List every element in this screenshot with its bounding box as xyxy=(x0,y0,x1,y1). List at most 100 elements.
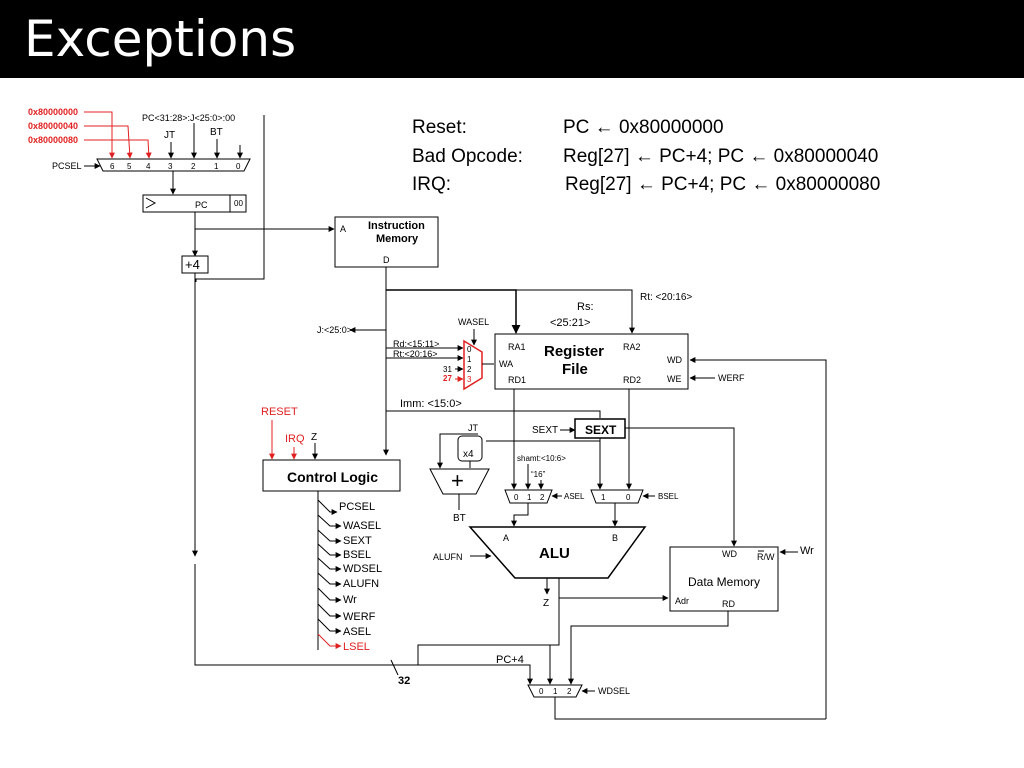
register-file: Register File RA1 RA2 WA WD RD1 RD2 WE xyxy=(494,333,689,390)
exception-name-irq: IRQ: xyxy=(412,174,451,195)
pc-mux-port-6: 6 xyxy=(110,162,115,171)
wa-mux-body xyxy=(463,339,483,391)
rs-field-label-2: <25:21> xyxy=(550,317,590,329)
sext-block-label: SEXT xyxy=(585,423,617,437)
exception-table: Reset: PC ← 0x80000000 Bad Opcode: Reg[2… xyxy=(412,117,880,195)
alufn-label: ALUFN xyxy=(433,552,463,562)
dmem-adr: Adr xyxy=(675,596,689,606)
shamt-label: shamt:<10:6> xyxy=(517,454,566,463)
branch-jt-label: JT xyxy=(468,423,479,433)
branch-bt-label: BT xyxy=(453,513,466,524)
wd-mux-port-1: 1 xyxy=(553,687,558,696)
alu-port-b: B xyxy=(612,533,618,543)
pc4-label: PC+4 xyxy=(496,654,524,666)
plus4-label: +4 xyxy=(185,257,200,272)
pc-mux-port-3: 3 xyxy=(168,162,173,171)
pc-mux-input-0x80000040: 0x80000040 xyxy=(28,121,78,131)
ctl-out-werf: WERF xyxy=(343,611,376,623)
exception-action-irq: Reg[27] ← PC+4; PC ← 0x80000080 xyxy=(565,174,880,195)
alu-label: ALU xyxy=(539,545,570,562)
branch-adder xyxy=(429,468,490,495)
sixteen-label: “16” xyxy=(531,470,546,479)
pc-mux-port-1: 1 xyxy=(214,162,219,171)
ctl-out-bsel: BSEL xyxy=(343,549,371,561)
wa-input-31: 31 xyxy=(443,365,452,374)
ctl-out-alufn: ALUFN xyxy=(343,578,379,590)
regfile-ra2: RA2 xyxy=(623,342,641,352)
ctl-out-lsel: LSEL xyxy=(343,641,370,653)
pc-mux-port-0: 0 xyxy=(236,162,241,171)
pc-jump-label: PC<31:28>:J<25:0>:00 xyxy=(142,113,235,123)
pc-mux-input-0x80000080: 0x80000080 xyxy=(28,135,78,145)
title-bar: Exceptions xyxy=(0,0,1024,78)
asel-mux-body xyxy=(504,489,553,504)
alu xyxy=(468,526,647,579)
slide-title: Exceptions xyxy=(24,10,297,68)
x4-label: x4 xyxy=(463,449,474,460)
ctl-out-wdsel: WDSEL xyxy=(343,563,382,575)
pc-mux-bt-label: BT xyxy=(210,127,223,138)
dmem-wr-label: Wr xyxy=(800,545,814,557)
regfile-rd1: RD1 xyxy=(508,375,526,385)
pc-register-suffix: 00 xyxy=(234,199,243,208)
bsel-port-1: 1 xyxy=(601,493,606,502)
wa-input-27: 27 xyxy=(443,374,452,383)
sext-input-label: SEXT xyxy=(532,425,558,436)
regfile-wa: WA xyxy=(499,359,513,369)
ctl-out-asel: ASEL xyxy=(343,626,371,638)
asel-port-1: 1 xyxy=(527,493,532,502)
exception-action-reset: PC ← 0x80000000 xyxy=(563,117,724,138)
wa-mux-port-2: 2 xyxy=(467,365,472,374)
dmem-wd: WD xyxy=(722,549,737,559)
regfile-title-2: File xyxy=(562,361,588,378)
imem-title-1: Instruction xyxy=(368,220,425,232)
wd-mux-body xyxy=(527,684,583,698)
regfile-wd: WD xyxy=(667,355,682,365)
control-z-label: Z xyxy=(311,432,317,443)
asel-select-label: ASEL xyxy=(564,492,585,501)
wa-mux-port-1: 1 xyxy=(467,355,472,364)
rt-field-label: Rt: <20:16> xyxy=(640,292,692,303)
wd-mux-port-2: 2 xyxy=(567,687,572,696)
wdsel-label: WDSEL xyxy=(598,686,630,696)
dmem-rw: R/W xyxy=(757,552,775,562)
ctl-out-wasel: WASEL xyxy=(343,520,381,532)
bus-width-label: 32 xyxy=(398,675,410,687)
exception-name-bad-opcode: Bad Opcode: xyxy=(412,146,523,167)
pc-mux: 0x80000000 0x80000040 0x80000080 PC<31:2… xyxy=(28,107,265,282)
dmem-rd: RD xyxy=(722,599,735,609)
imem-port-d: D xyxy=(383,255,390,265)
j-field-label: J:<25:0> xyxy=(317,325,352,335)
wa-mux-port-3: 3 xyxy=(467,375,472,384)
rt2-field-label: Rt:<20:16> xyxy=(393,349,438,359)
bsel-select-label: BSEL xyxy=(658,492,679,501)
rd-field-label: Rd:<15:11> xyxy=(393,339,439,349)
pc-mux-port-4: 4 xyxy=(146,162,151,171)
regfile-rd2: RD2 xyxy=(623,375,641,385)
exception-name-reset: Reset: xyxy=(412,117,467,138)
regfile-ra1: RA1 xyxy=(508,342,526,352)
alu-z-label: Z xyxy=(543,598,549,609)
datapath-diagram: Reset: PC ← 0x80000000 Bad Opcode: Reg[2… xyxy=(28,107,880,720)
ctl-out-pcsel: PCSEL xyxy=(339,501,375,513)
wd-mux-port-0: 0 xyxy=(539,687,544,696)
pc-mux-port-5: 5 xyxy=(127,162,132,171)
wa-mux-port-0: 0 xyxy=(467,345,472,354)
branch-adder-plus: + xyxy=(451,468,464,493)
asel-port-2: 2 xyxy=(540,493,545,502)
pc-mux-select-label: PCSEL xyxy=(52,161,82,171)
data-memory: Data Memory WD R/W Adr RD xyxy=(669,546,779,612)
bsel-mux-body xyxy=(590,489,644,504)
alu-port-a: A xyxy=(503,533,509,543)
instruction-memory: Instruction Memory A D xyxy=(334,216,439,268)
pc-mux-input-0x80000000: 0x80000000 xyxy=(28,107,78,117)
rs-field-label-1: Rs: xyxy=(577,301,594,313)
pc-mux-port-2: 2 xyxy=(191,162,196,171)
reset-label: RESET xyxy=(261,406,298,418)
control-logic-title: Control Logic xyxy=(287,469,378,485)
asel-port-0: 0 xyxy=(514,493,519,502)
bsel-port-0: 0 xyxy=(626,493,631,502)
exception-action-bad-opcode: Reg[27] ← PC+4; PC ← 0x80000040 xyxy=(563,146,878,167)
pc-register: PC 00 xyxy=(142,194,247,213)
